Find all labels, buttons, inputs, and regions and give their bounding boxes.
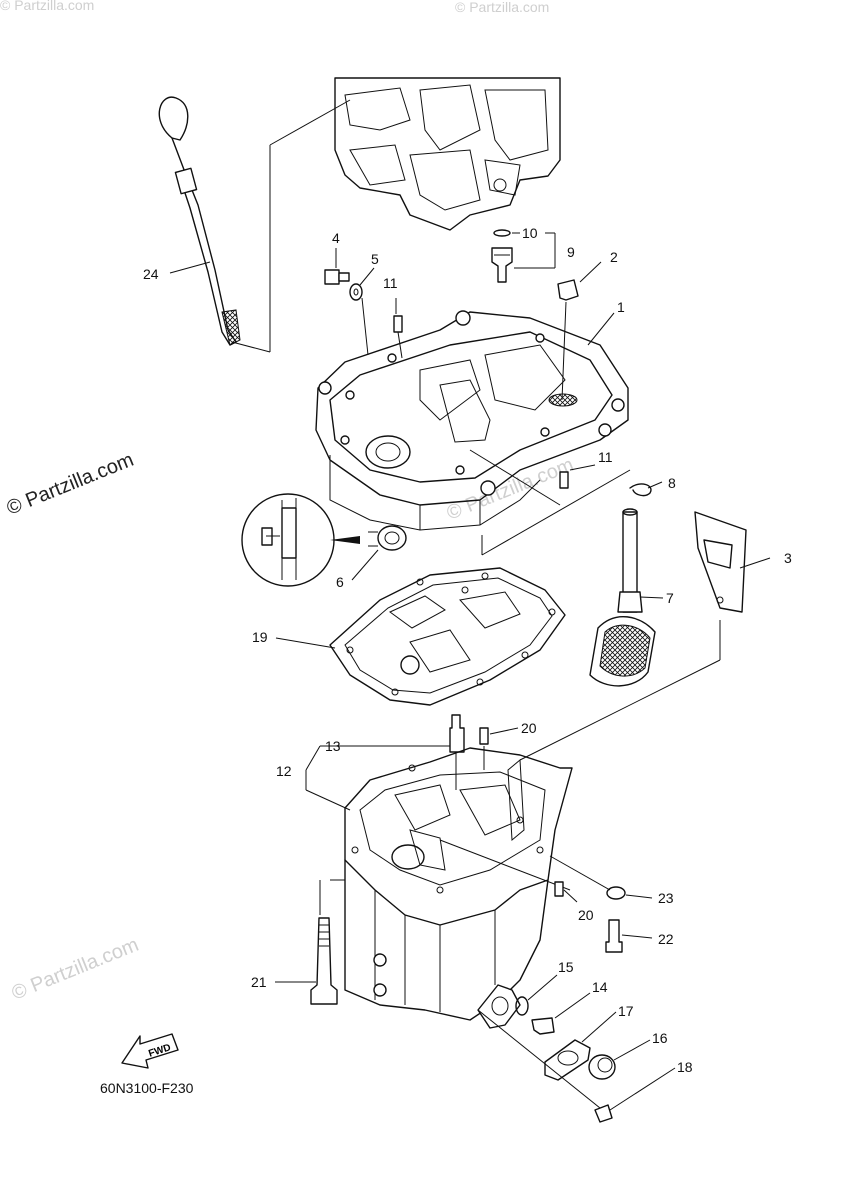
dowel-pin-part-20	[479, 727, 489, 745]
callout-15: 15	[558, 959, 574, 975]
washer-part-5	[349, 283, 363, 301]
watermark-bottom-left: © Partzilla.com	[9, 934, 142, 1005]
dowel-pin-part-11	[393, 315, 403, 333]
dowel-pin-part-20-lower	[554, 881, 564, 897]
callout-10: 10	[522, 225, 538, 241]
oil-strainer-part-7	[589, 508, 656, 687]
callout-13: 13	[325, 738, 341, 754]
bolt-part-14	[531, 1017, 555, 1035]
callout-3: 3	[784, 550, 792, 566]
callout-17: 17	[618, 1003, 634, 1019]
bolt-part-22	[605, 919, 623, 953]
callout-20-lower: 20	[578, 907, 594, 923]
washer-part-23	[606, 886, 626, 900]
oil-seal-detail-inset	[241, 493, 360, 587]
bolt-part-21	[310, 917, 338, 1005]
callout-2: 2	[610, 249, 618, 265]
callout-19: 19	[252, 629, 268, 645]
drain-flange	[477, 984, 521, 1029]
callout-6: 6	[336, 574, 344, 590]
gasket-part-19	[329, 567, 566, 706]
callout-7: 7	[666, 590, 674, 606]
callout-23: 23	[658, 890, 674, 906]
clip-part-8	[629, 483, 652, 497]
callout-11-mid: 11	[598, 449, 613, 465]
diagram-code: 60N3100-F230	[100, 1080, 194, 1096]
callout-9: 9	[567, 244, 575, 260]
watermark-mid: © Partzilla.com	[444, 454, 577, 525]
screw-part-18	[594, 1104, 613, 1123]
bolt-part-4	[324, 269, 350, 285]
gasket-part-15	[515, 996, 529, 1016]
plug-part-2	[557, 279, 579, 301]
callout-14: 14	[592, 979, 608, 995]
nipple-part-13	[449, 714, 465, 753]
oil-seal-part-6	[368, 525, 407, 551]
dowel-pin-part-11-lower	[559, 471, 569, 489]
callout-20-top: 20	[521, 720, 537, 736]
forward-direction-arrow: FWD	[121, 1033, 179, 1069]
callout-16: 16	[652, 1030, 668, 1046]
exhaust-guide-part-1	[315, 310, 629, 531]
callout-5: 5	[371, 251, 379, 267]
callout-4: 4	[332, 230, 340, 246]
callout-1: 1	[617, 299, 625, 315]
baffle-plate-part-3	[694, 511, 747, 613]
oil-pipe-part-9	[491, 229, 513, 283]
plug-part-16	[588, 1054, 616, 1080]
callout-24: 24	[143, 266, 159, 282]
callout-12: 12	[276, 763, 292, 779]
oil-pan-part-12	[344, 747, 573, 1021]
callout-21: 21	[251, 974, 267, 990]
watermark-top-center: © Partzilla.com	[455, 0, 549, 15]
gasket-part-17	[544, 1039, 591, 1081]
callout-18: 18	[677, 1059, 693, 1075]
watermark-left: © Partzilla.com	[4, 449, 137, 520]
engine-block-outline	[334, 77, 561, 231]
callout-22: 22	[658, 931, 674, 947]
callout-8: 8	[668, 475, 676, 491]
dipstick-part-24	[158, 96, 241, 346]
callout-11-top: 11	[383, 275, 398, 291]
watermark-top-left: © Partzilla.com	[0, 0, 94, 13]
